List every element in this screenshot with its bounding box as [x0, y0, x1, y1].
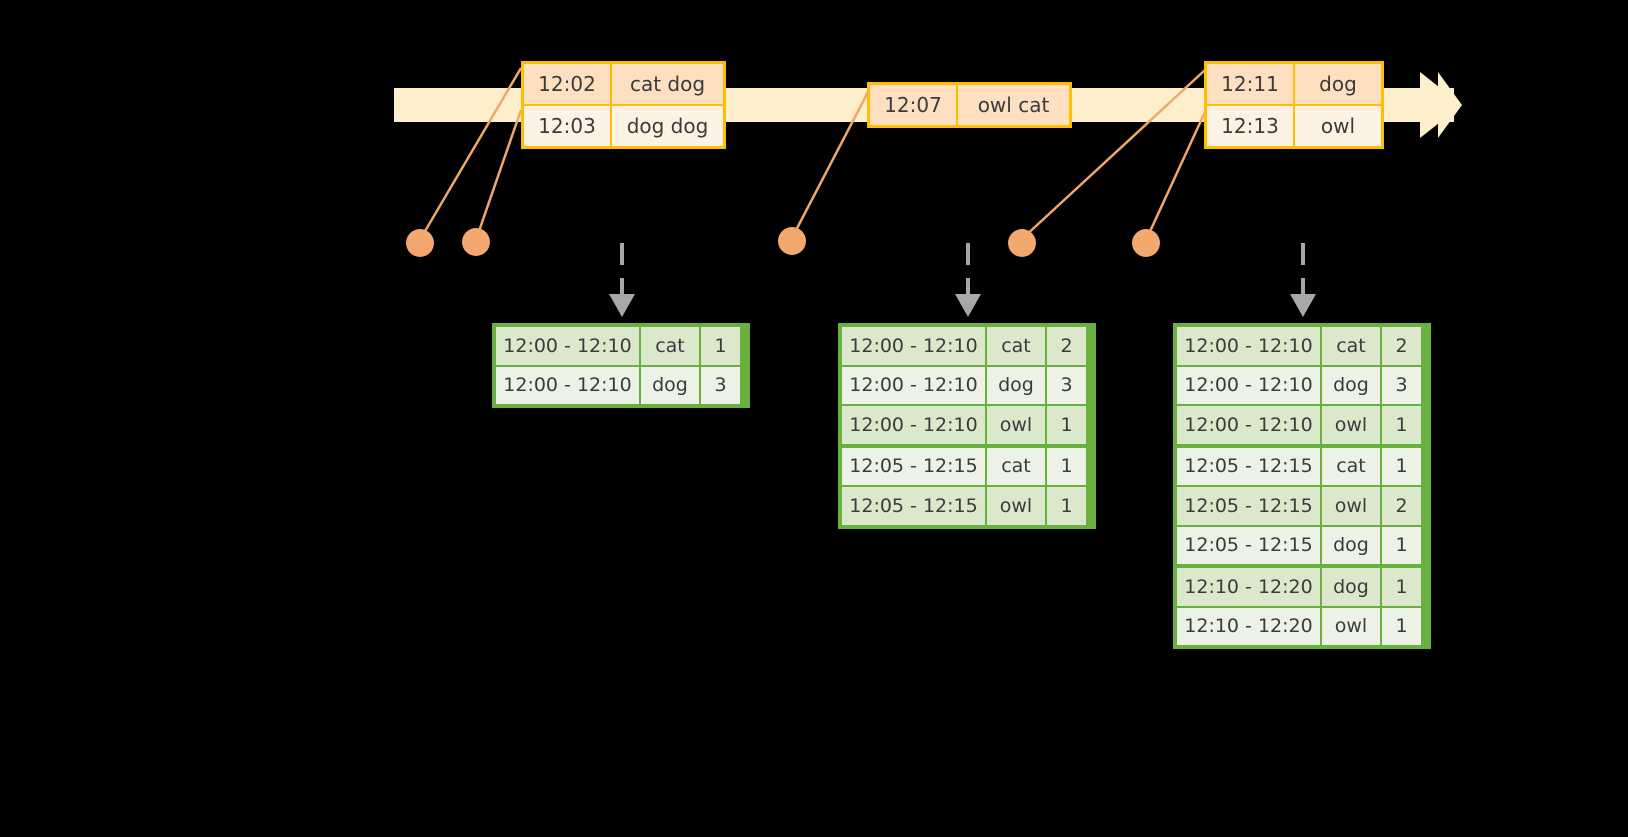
- watermark-dot: [1008, 229, 1036, 257]
- event-row[interactable]: 12:03 dog dog: [524, 104, 723, 146]
- count-cell: 2: [1047, 327, 1086, 365]
- count-cell: 3: [701, 366, 740, 404]
- key-cell: cat: [641, 327, 699, 365]
- window-cell: 12:00 - 12:10: [842, 406, 985, 444]
- count-cell: 2: [1382, 487, 1421, 525]
- watermark-dot: [778, 227, 806, 255]
- table-row[interactable]: 12:05 - 12:15 dog 1: [1177, 526, 1427, 564]
- window-cell: 12:10 - 12:20: [1177, 568, 1320, 606]
- window-cell: 12:00 - 12:10: [496, 327, 639, 365]
- table-row[interactable]: 12:00 - 12:10 cat 1: [496, 327, 746, 365]
- count-cell: 1: [1382, 568, 1421, 606]
- event-row[interactable]: 12:11 dog: [1207, 64, 1381, 104]
- event-words: cat dog: [612, 64, 723, 104]
- event-time: 12:07: [870, 85, 958, 125]
- event-group-2[interactable]: 12:07 owl cat: [867, 82, 1072, 128]
- window-cell: 12:05 - 12:15: [1177, 447, 1320, 485]
- event-row[interactable]: 12:07 owl cat: [870, 85, 1069, 125]
- emit-arrow-2: [955, 243, 981, 317]
- count-cell: 1: [701, 327, 740, 365]
- window-cell: 12:00 - 12:10: [1177, 406, 1320, 444]
- key-cell: dog: [1322, 366, 1380, 404]
- key-cell: dog: [1322, 568, 1380, 606]
- key-cell: cat: [987, 327, 1045, 365]
- table-row[interactable]: 12:05 - 12:15 owl 1: [842, 487, 1092, 525]
- event-row[interactable]: 12:02 cat dog: [524, 64, 723, 104]
- count-cell: 1: [1382, 447, 1421, 485]
- table-row[interactable]: 12:05 - 12:15 owl 2: [1177, 487, 1427, 525]
- key-cell: cat: [987, 447, 1045, 485]
- emit-arrow-3: [1290, 243, 1316, 317]
- key-cell: cat: [1322, 447, 1380, 485]
- count-cell: 3: [1047, 366, 1086, 404]
- table-row[interactable]: 12:05 - 12:15 cat 1: [1177, 447, 1427, 485]
- table-row[interactable]: 12:00 - 12:10 cat 2: [842, 327, 1092, 365]
- watermark-dot-group: [406, 227, 1160, 257]
- count-cell: 1: [1382, 607, 1421, 645]
- event-time: 12:13: [1207, 106, 1295, 146]
- count-cell: 1: [1047, 406, 1086, 444]
- result-table-2[interactable]: 12:00 - 12:10 cat 2 12:00 - 12:10 dog 3 …: [838, 323, 1096, 529]
- key-cell: dog: [641, 366, 699, 404]
- count-cell: 1: [1047, 447, 1086, 485]
- watermark-dot: [406, 229, 434, 257]
- window-cell: 12:00 - 12:10: [842, 327, 985, 365]
- window-cell: 12:05 - 12:15: [842, 487, 985, 525]
- event-time: 12:03: [524, 106, 612, 146]
- window-cell: 12:00 - 12:10: [1177, 366, 1320, 404]
- table-row[interactable]: 12:00 - 12:10 owl 1: [1177, 406, 1427, 444]
- event-row[interactable]: 12:13 owl: [1207, 104, 1381, 146]
- key-cell: dog: [1322, 526, 1380, 564]
- result-table-3[interactable]: 12:00 - 12:10 cat 2 12:00 - 12:10 dog 3 …: [1173, 323, 1431, 649]
- window-cell: 12:00 - 12:10: [842, 366, 985, 404]
- table-row[interactable]: 12:00 - 12:10 owl 1: [842, 406, 1092, 444]
- watermark-dot: [462, 228, 490, 256]
- count-cell: 2: [1382, 327, 1421, 365]
- event-group-3[interactable]: 12:11 dog 12:13 owl: [1204, 61, 1384, 149]
- event-words: dog: [1295, 64, 1381, 104]
- table-row[interactable]: 12:00 - 12:10 dog 3: [842, 366, 1092, 404]
- key-cell: cat: [1322, 327, 1380, 365]
- table-row[interactable]: 12:00 - 12:10 cat 2: [1177, 327, 1427, 365]
- table-row[interactable]: 12:00 - 12:10 dog 3: [496, 366, 746, 404]
- event-words: owl: [1295, 106, 1381, 146]
- window-cell: 12:00 - 12:10: [1177, 327, 1320, 365]
- count-cell: 1: [1047, 487, 1086, 525]
- key-cell: owl: [987, 487, 1045, 525]
- event-time: 12:02: [524, 64, 612, 104]
- event-words: dog dog: [612, 106, 723, 146]
- table-row[interactable]: 12:00 - 12:10 dog 3: [1177, 366, 1427, 404]
- key-cell: owl: [1322, 607, 1380, 645]
- result-table-1[interactable]: 12:00 - 12:10 cat 1 12:00 - 12:10 dog 3: [492, 323, 750, 408]
- window-cell: 12:00 - 12:10: [496, 366, 639, 404]
- window-cell: 12:05 - 12:15: [1177, 487, 1320, 525]
- table-row[interactable]: 12:10 - 12:20 owl 1: [1177, 607, 1427, 645]
- key-cell: owl: [1322, 487, 1380, 525]
- count-cell: 1: [1382, 526, 1421, 564]
- window-cell: 12:05 - 12:15: [842, 447, 985, 485]
- event-time: 12:11: [1207, 64, 1295, 104]
- emit-arrow-1: [609, 243, 635, 317]
- event-words: owl cat: [958, 85, 1069, 125]
- table-row[interactable]: 12:05 - 12:15 cat 1: [842, 447, 1092, 485]
- count-cell: 1: [1382, 406, 1421, 444]
- key-cell: dog: [987, 366, 1045, 404]
- key-cell: owl: [1322, 406, 1380, 444]
- count-cell: 3: [1382, 366, 1421, 404]
- window-cell: 12:05 - 12:15: [1177, 526, 1320, 564]
- table-row[interactable]: 12:10 - 12:20 dog 1: [1177, 568, 1427, 606]
- watermark-dot: [1132, 229, 1160, 257]
- emit-arrows: [609, 243, 1316, 317]
- window-cell: 12:10 - 12:20: [1177, 607, 1320, 645]
- event-group-1[interactable]: 12:02 cat dog 12:03 dog dog: [521, 61, 726, 149]
- key-cell: owl: [987, 406, 1045, 444]
